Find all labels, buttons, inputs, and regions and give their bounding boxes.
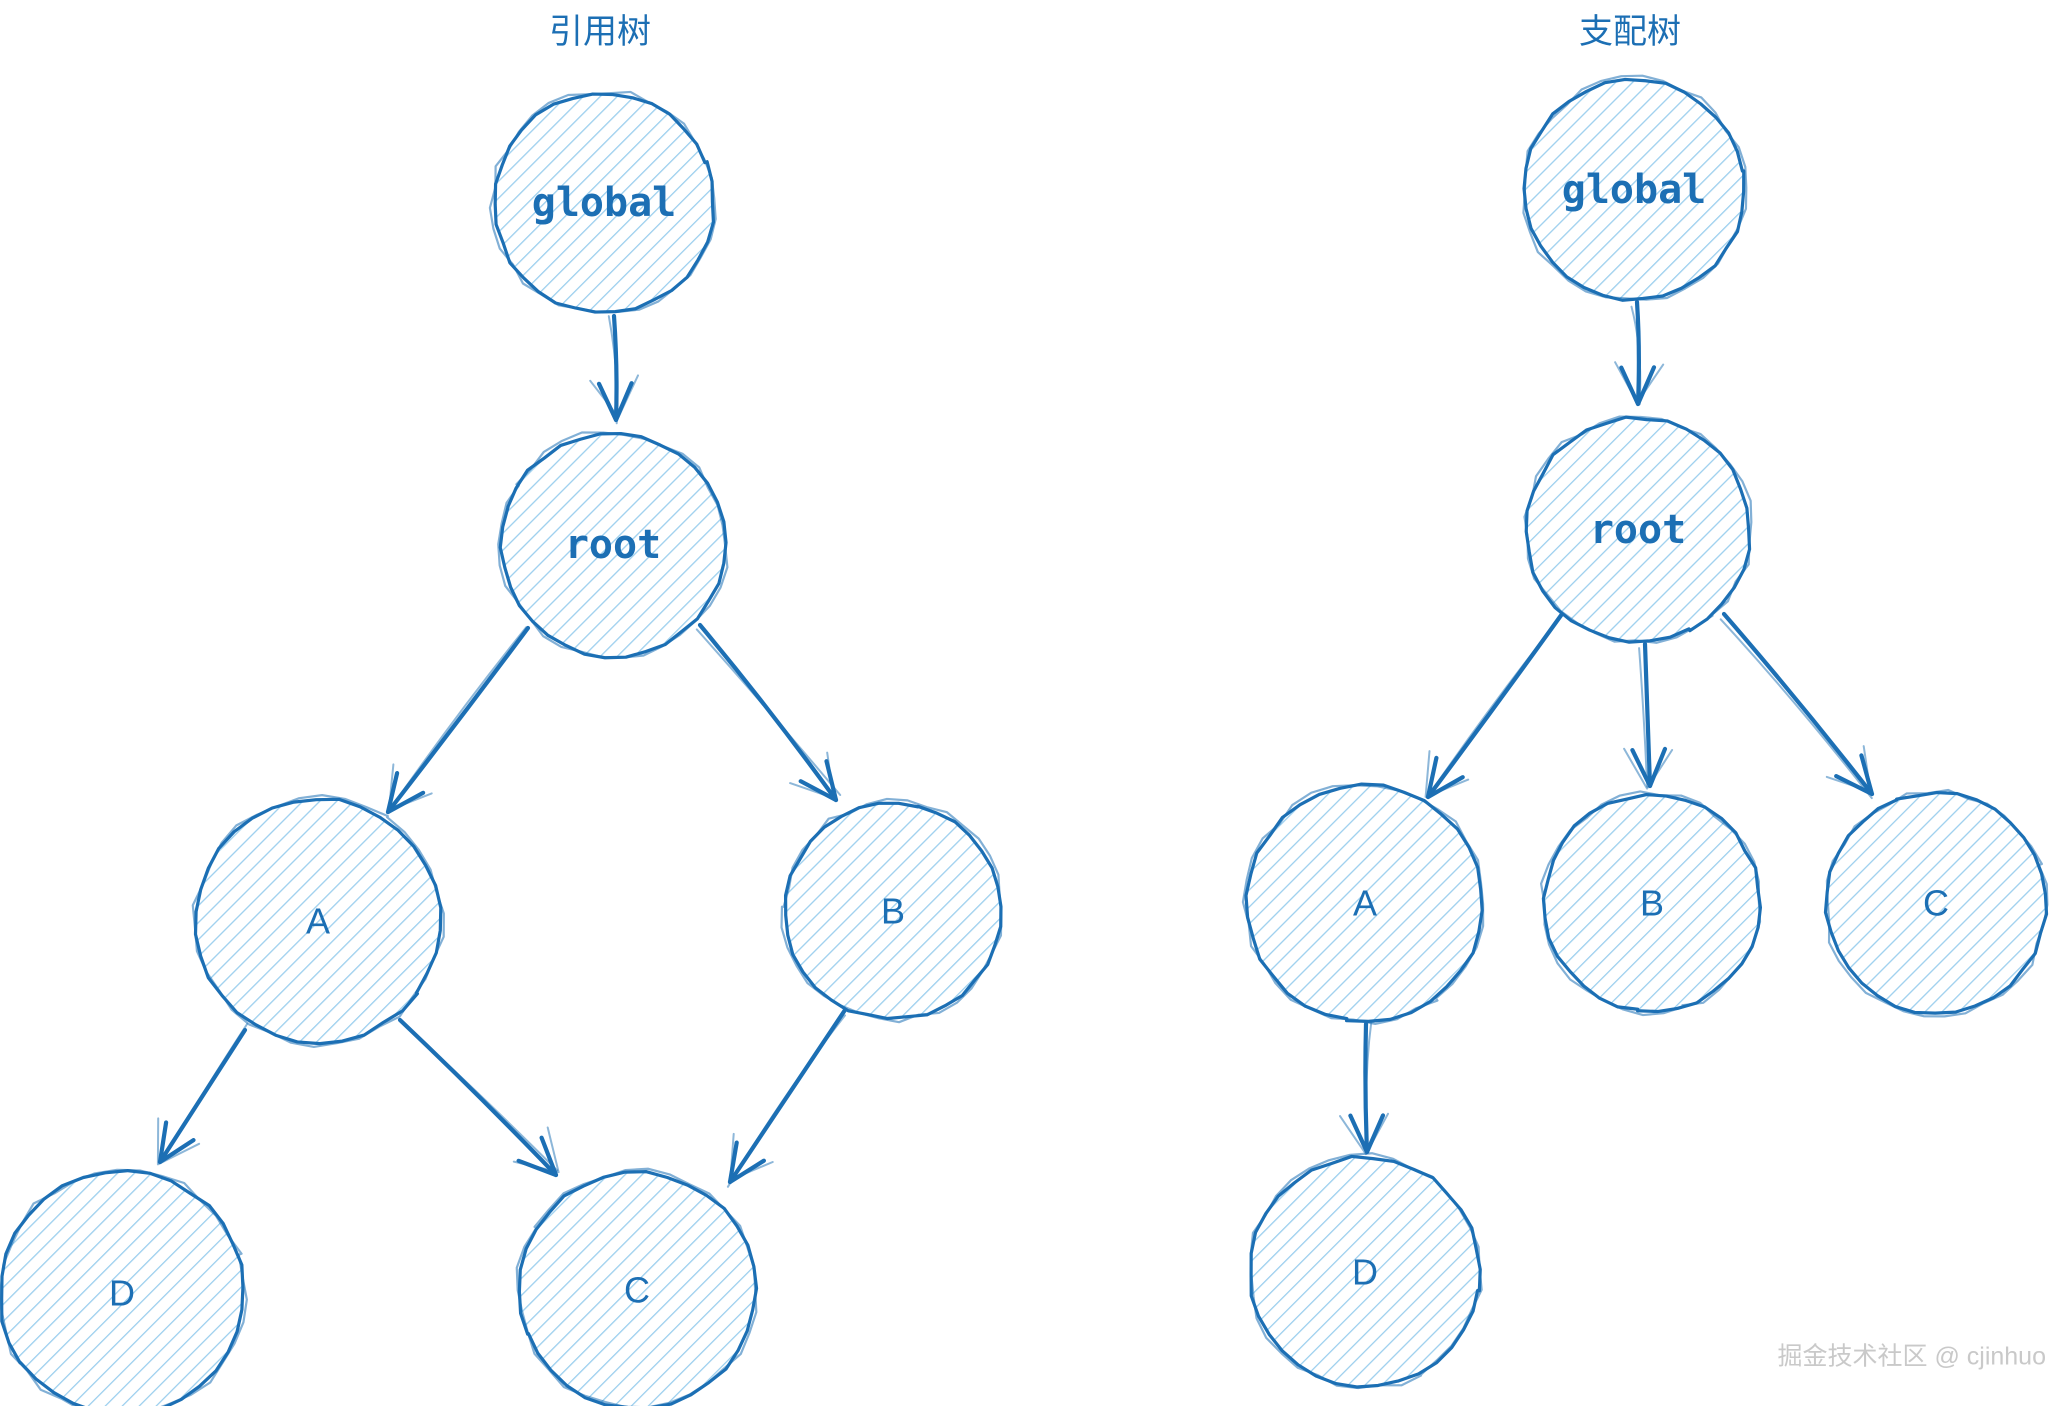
arrow-head-icon bbox=[1834, 753, 1875, 797]
node-reference-tree-C[interactable]: C bbox=[515, 1167, 759, 1406]
edge-root-to-A bbox=[1424, 611, 1565, 800]
arrow-head-sketch-icon bbox=[589, 374, 639, 419]
node-circle-sketch-outline bbox=[1523, 415, 1753, 644]
edge-line-sketch bbox=[726, 1014, 846, 1188]
node-circle[interactable] bbox=[493, 92, 716, 314]
edge-line bbox=[1721, 611, 1875, 797]
edge-global-to-root bbox=[1614, 299, 1665, 407]
edge-line-sketch bbox=[695, 628, 842, 796]
node-reference-tree-root[interactable]: root bbox=[497, 431, 729, 660]
arrow-head-sketch-icon bbox=[729, 1132, 774, 1181]
node-circle-sketch-outline bbox=[1825, 788, 2049, 1018]
node-label: A bbox=[306, 901, 330, 942]
node-circle-sketch-outline bbox=[497, 431, 729, 659]
edge-root-to-B bbox=[1623, 641, 1674, 790]
node-label: B bbox=[1640, 883, 1664, 924]
node-label: D bbox=[1352, 1252, 1378, 1293]
node-label: B bbox=[881, 891, 905, 932]
arrow-head-sketch-icon bbox=[789, 751, 835, 800]
node-label: C bbox=[624, 1270, 650, 1311]
edge-line bbox=[1642, 641, 1653, 789]
edge-line bbox=[385, 625, 531, 815]
edge-line-sketch bbox=[1426, 613, 1564, 799]
node-reference-tree-A[interactable]: A bbox=[191, 794, 445, 1049]
arrow-head-sketch-icon bbox=[512, 1126, 560, 1174]
edges-reference-tree bbox=[156, 313, 848, 1188]
edge-line-sketch bbox=[163, 1023, 249, 1160]
node-label: root bbox=[565, 522, 661, 568]
edge-A-to-D bbox=[156, 1023, 249, 1166]
edge-A-to-D bbox=[1339, 1019, 1389, 1156]
node-label: A bbox=[1353, 883, 1377, 924]
node-circle-sketch-outline bbox=[780, 797, 1003, 1024]
node-circle-sketch-outline bbox=[488, 90, 717, 314]
node-circle-sketch-outline bbox=[1249, 1152, 1483, 1390]
arrow-head-icon bbox=[157, 1120, 196, 1165]
node-label: global bbox=[532, 180, 677, 226]
edge-line-sketch bbox=[1630, 305, 1642, 406]
edge-root-to-B bbox=[695, 622, 842, 803]
arrow-head-sketch-icon bbox=[1424, 750, 1470, 798]
arrow-head-sketch-icon bbox=[1825, 745, 1872, 793]
node-dominator-tree-C[interactable]: C bbox=[1823, 788, 2049, 1018]
edge-line-sketch bbox=[1638, 647, 1649, 788]
arrow-head-icon bbox=[1630, 746, 1668, 789]
panel-title-dominator-tree: 支配树 bbox=[1579, 13, 1681, 51]
arrow-head-icon bbox=[1619, 365, 1657, 407]
edge-line bbox=[697, 622, 839, 803]
node-reference-tree-B[interactable]: B bbox=[780, 797, 1003, 1024]
arrow-head-sketch-icon bbox=[1614, 361, 1665, 404]
node-circle-sketch-outline bbox=[1539, 790, 1762, 1017]
node-dominator-tree-D[interactable]: D bbox=[1249, 1152, 1483, 1390]
watermark: 掘金技术社区 @ cjinhuo bbox=[1778, 1343, 2047, 1371]
node-dominator-tree-B[interactable]: B bbox=[1539, 790, 1763, 1017]
node-label: D bbox=[109, 1273, 135, 1314]
edges-dominator-tree bbox=[1339, 299, 1875, 1156]
edge-root-to-A bbox=[385, 625, 531, 815]
node-dominator-tree-root[interactable]: root bbox=[1523, 415, 1753, 644]
node-circle-sketch-outline bbox=[191, 794, 445, 1049]
node-label: C bbox=[1923, 883, 1949, 924]
edge-line-sketch bbox=[403, 1023, 559, 1172]
node-circle-sketch-outline bbox=[0, 1168, 248, 1406]
node-reference-tree-global[interactable]: global bbox=[488, 90, 717, 314]
node-circle-sketch-outline bbox=[1241, 784, 1485, 1026]
arrow-head-sketch-icon bbox=[387, 763, 433, 812]
arrow-head-icon bbox=[727, 1140, 766, 1185]
node-dominator-tree-A[interactable]: A bbox=[1241, 782, 1485, 1026]
arrow-head-icon bbox=[596, 381, 634, 423]
edge-line-sketch bbox=[1719, 618, 1873, 800]
edge-line-sketch bbox=[1365, 1019, 1373, 1154]
node-label: root bbox=[1590, 507, 1686, 553]
node-circle-sketch-outline bbox=[515, 1167, 758, 1406]
arrow-head-sketch-icon bbox=[156, 1117, 201, 1166]
panel-title-reference-tree: 引用树 bbox=[549, 13, 651, 51]
arrow-head-icon bbox=[385, 771, 426, 815]
node-reference-tree-D[interactable]: D bbox=[0, 1168, 248, 1406]
edge-A-to-C bbox=[397, 1017, 560, 1178]
node-dominator-tree-global[interactable]: global bbox=[1522, 74, 1748, 302]
edge-root-to-C bbox=[1719, 611, 1875, 800]
arrow-head-sketch-icon bbox=[1623, 747, 1674, 790]
edge-global-to-root bbox=[589, 313, 639, 425]
node-circle-sketch-outline bbox=[1522, 74, 1748, 301]
edge-line-sketch bbox=[386, 626, 528, 815]
edge-B-to-C bbox=[726, 1007, 848, 1188]
node-label: global bbox=[1562, 167, 1707, 213]
